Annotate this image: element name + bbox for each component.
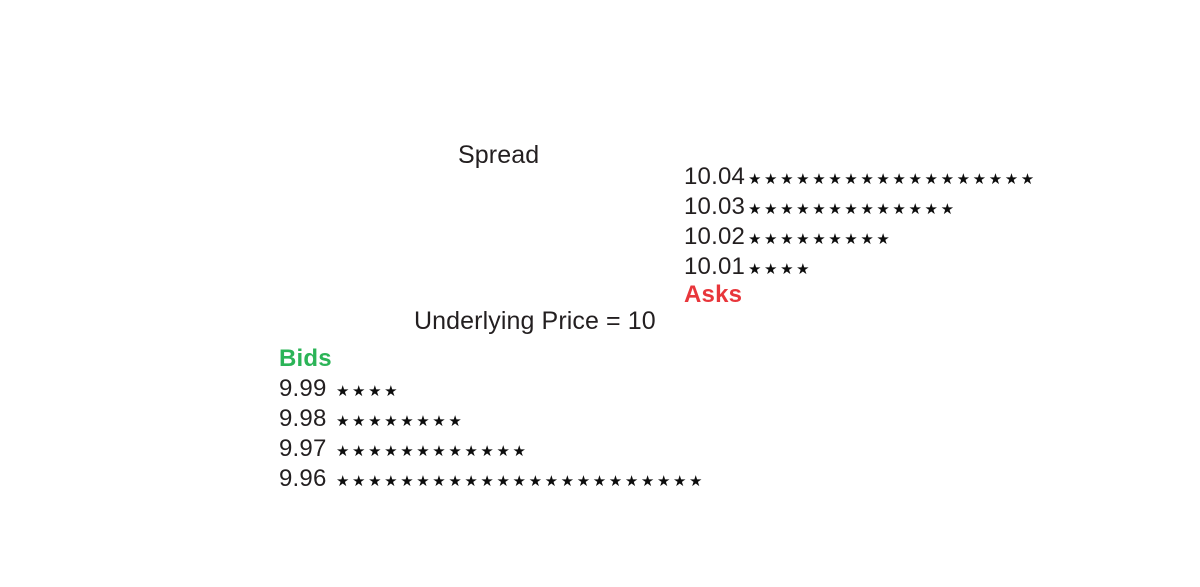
bid-row: 9.96 ★★★★★★★★★★★★★★★★★★★★★★★ [279,465,705,495]
ask-price-label: 10.04 [684,163,746,190]
bid-row: 9.99 ★★★★ [279,375,705,405]
bids-depth-list: Bids 9.99 ★★★★ 9.98 ★★★★★★★★ 9.97 ★★★★★★… [279,345,705,495]
bid-row: 9.98 ★★★★★★★★ [279,405,705,435]
ask-row: 10.03 ★★★★★★★★★★★★★ [684,193,1037,223]
ask-price-label: 10.01 [684,253,746,280]
asks-heading: Asks [684,281,743,308]
spread-label: Spread [458,141,540,169]
bid-depth-stars: ★★★★★★★★★★★★ [336,442,529,460]
ask-price-label: 10.03 [684,193,746,220]
ask-depth-stars: ★★★★★★★★★ [748,230,893,248]
ask-price-label: 10.02 [684,223,746,250]
underlying-price-label: Underlying Price = 10 [414,307,656,335]
ask-depth-stars: ★★★★★★★★★★★★★ [748,200,957,218]
ask-row: 10.04 ★★★★★★★★★★★★★★★★★★ [684,163,1037,193]
ask-depth-stars: ★★★★★★★★★★★★★★★★★★ [748,170,1037,188]
asks-depth-list: 10.04 ★★★★★★★★★★★★★★★★★★ 10.03 ★★★★★★★★★… [684,163,1037,283]
bid-price-label: 9.96 [279,465,327,492]
bid-price-label: 9.99 [279,375,327,402]
bid-row: 9.97 ★★★★★★★★★★★★ [279,435,705,465]
bids-heading: Bids [279,345,332,372]
bid-depth-stars: ★★★★ [336,382,401,400]
ask-depth-stars: ★★★★ [748,260,813,278]
bid-price-label: 9.98 [279,405,327,432]
ask-row: 10.02 ★★★★★★★★★ [684,223,1037,253]
bid-depth-stars: ★★★★★★★★ [336,412,465,430]
bid-price-label: 9.97 [279,435,327,462]
bid-depth-stars: ★★★★★★★★★★★★★★★★★★★★★★★ [336,472,706,490]
ask-row: 10.01 ★★★★ [684,253,1037,283]
